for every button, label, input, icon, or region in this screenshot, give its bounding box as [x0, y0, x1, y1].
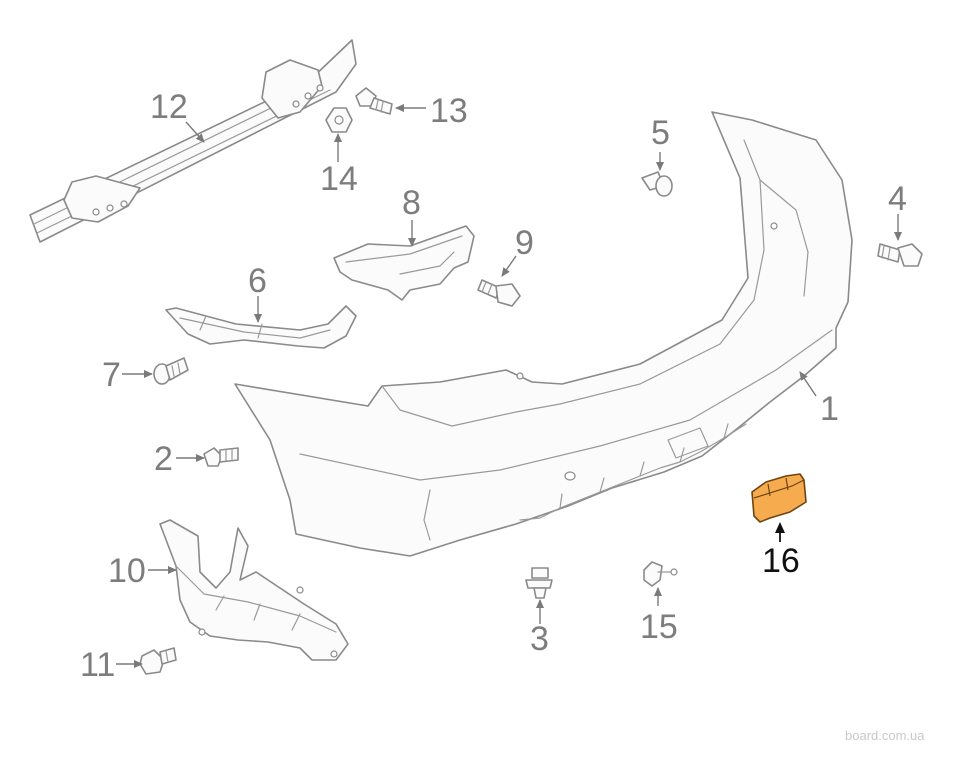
callout-2: 2: [154, 440, 173, 478]
callout-labels: 12 13 14 5 4 8 9 6 7 1 2 10 11 3 15 16: [80, 88, 907, 684]
callout-6: 6: [248, 262, 267, 300]
callout-13: 13: [430, 92, 468, 130]
part-4-bolt: [877, 243, 923, 267]
part-15-plug: [643, 561, 678, 587]
part-14-nut: [325, 107, 353, 133]
part-6-bracket: [165, 305, 357, 349]
callout-15: 15: [640, 608, 678, 646]
callout-9: 9: [515, 224, 534, 262]
callout-8: 8: [402, 184, 421, 222]
callout-4: 4: [888, 180, 907, 218]
callout-12: 12: [150, 88, 188, 126]
callout-11: 11: [80, 646, 115, 684]
part-10-splash-shield: [159, 519, 349, 661]
part-8-bracket: [333, 225, 475, 301]
callout-14: 14: [320, 160, 358, 198]
part-16-highlighted-bracket: [751, 473, 807, 523]
callout-16: 16: [762, 542, 800, 580]
part-13-bolt: [355, 87, 393, 115]
part-5-clip: [641, 171, 673, 197]
callout-3: 3: [530, 620, 549, 658]
part-12-reinforcement-beam: [29, 39, 357, 243]
part-9-bolt: [477, 279, 521, 307]
part-11-bolt: [139, 647, 177, 675]
leader-lines: [116, 104, 902, 668]
part-2-bolt: [203, 447, 239, 467]
callout-5: 5: [651, 114, 670, 152]
callout-7: 7: [102, 356, 121, 394]
callout-1: 1: [820, 390, 839, 428]
callout-10: 10: [108, 552, 146, 590]
part-3-clip: [525, 567, 553, 599]
part-1-bumper-cover: [234, 111, 853, 557]
watermark: board.com.ua: [845, 728, 925, 743]
part-7-screw: [153, 357, 189, 385]
